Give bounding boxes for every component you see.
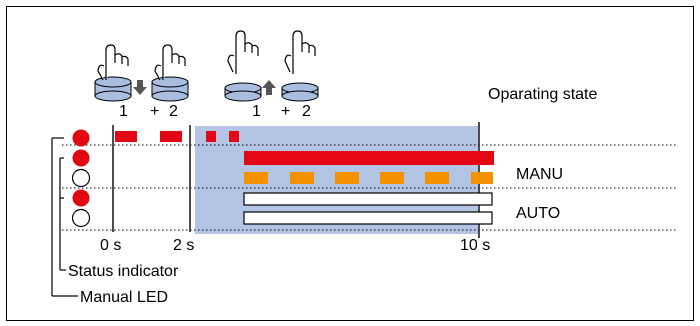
led-red-row1 — [72, 129, 90, 147]
manu-red-bar — [244, 151, 494, 165]
step1-button-b: 2 — [169, 103, 178, 120]
button-press-illustration — [94, 30, 319, 102]
button-2-released — [281, 30, 319, 102]
arrow-down-icon — [133, 80, 147, 95]
led-red-row2 — [72, 149, 90, 167]
led-brackets — [51, 137, 78, 297]
button-2-pressed — [151, 44, 189, 102]
step2-button-b: 2 — [302, 103, 311, 120]
led-column — [71, 129, 91, 228]
hand-icon — [227, 30, 259, 74]
auto-label: AUTO — [516, 205, 560, 222]
led-red-row4 — [72, 189, 90, 207]
press-sequence-1: 1 + 2 — [119, 103, 178, 120]
diagram-frame — [6, 6, 694, 321]
manual-led-label: Manual LED — [80, 289, 168, 306]
led-off-row3 — [71, 168, 91, 188]
step1-button-a: 1 — [119, 103, 128, 120]
time-label-10s: 10 s — [460, 237, 490, 254]
auto-bar-bottom — [243, 211, 493, 225]
auto-bar-top — [243, 192, 493, 206]
manu-label: MANU — [516, 166, 563, 183]
button-1-released — [224, 30, 262, 102]
led-off-row5 — [71, 208, 91, 228]
button-1-pressed — [94, 44, 132, 102]
press-sequence-2: 1 + 2 — [252, 103, 311, 120]
hand-icon — [97, 44, 129, 81]
row1-flash-pattern — [115, 131, 239, 142]
hand-icon — [154, 44, 186, 81]
time-label-0s: 0 s — [100, 237, 121, 254]
arrow-up-icon — [262, 80, 276, 95]
hand-icon — [284, 30, 316, 74]
time-label-2s: 2 s — [173, 237, 194, 254]
manu-orange-dashes — [244, 172, 493, 184]
operating-state-label: Oparating state — [488, 86, 598, 103]
step1-plus: + — [150, 103, 159, 120]
status-indicator-label: Status indicator — [68, 263, 179, 280]
step2-button-a: 1 — [252, 103, 261, 120]
step2-plus: + — [281, 103, 290, 120]
